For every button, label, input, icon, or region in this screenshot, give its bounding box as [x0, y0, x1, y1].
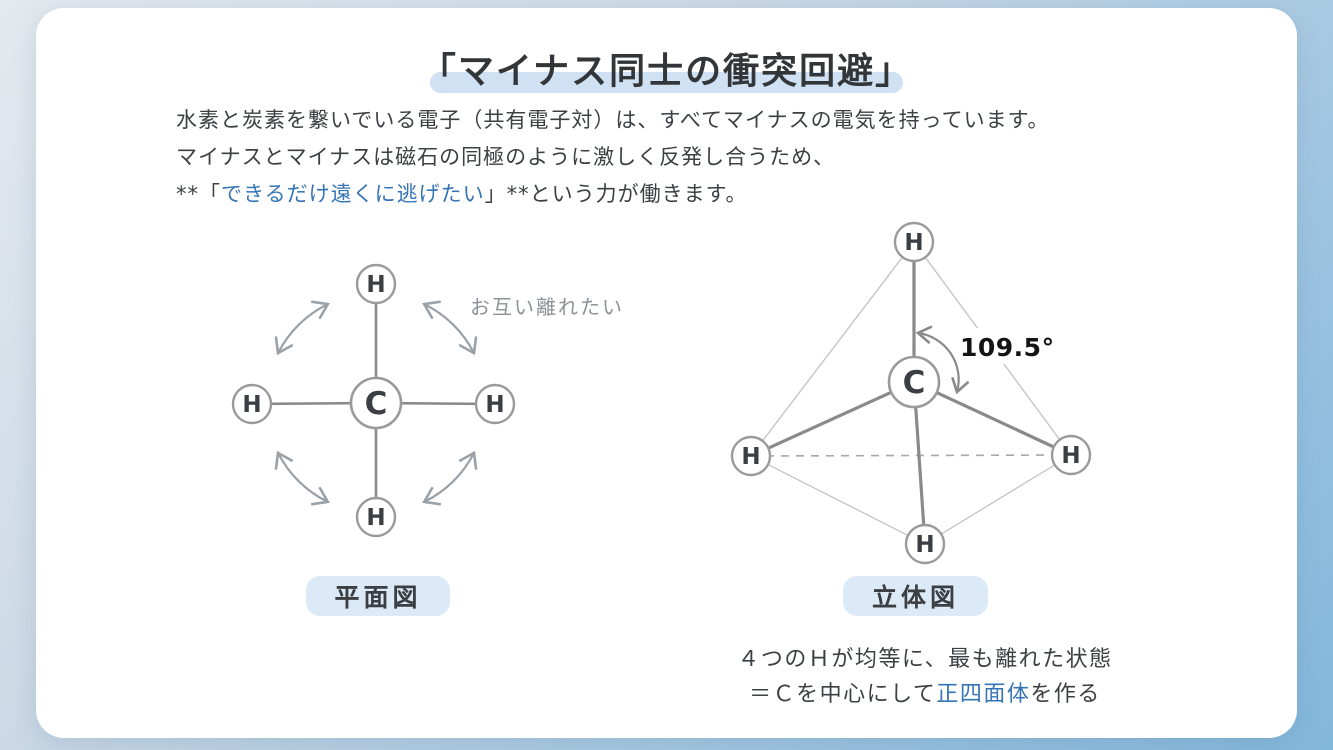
planar-diagram: お互い離れたい H H C H H — [231, 263, 624, 538]
atom-label: H — [1061, 443, 1080, 469]
intro-line-3-suffix: 」**という力が働きます。 — [484, 182, 748, 206]
angle-arrow — [915, 325, 970, 395]
repel-arrow-top-right — [422, 300, 478, 356]
tetra-carbon: C — [887, 355, 941, 409]
tetra-edge-left-bottom — [750, 455, 926, 545]
footnote-line-2-suffix: を作る — [1030, 682, 1101, 707]
repel-arrow-top-left — [274, 300, 330, 356]
atom-circle — [887, 355, 941, 409]
footnote-line-1: ４つのＨが均等に、最も離れた状態 — [737, 647, 1113, 672]
atom-circle — [355, 263, 397, 305]
intro-line-3-prefix: **「 — [176, 182, 221, 206]
atom-label: C — [365, 386, 388, 422]
angle-label: 109.5° — [960, 333, 1055, 362]
molecule-diagrams: お互い離れたい H H C H H — [231, 221, 1092, 565]
tetra-hydrogen-top: H — [893, 221, 935, 263]
caption-planar-label: 平面図 — [334, 583, 422, 612]
tetra-hydrogen-left: H — [730, 435, 772, 477]
planar-hydrogen-right: H — [474, 383, 516, 425]
atom-label: H — [915, 532, 934, 558]
slide-card: 「マイナス同士の衝突回避」 水素と炭素を繋いでいる電子（共有電子対）は、すべてマ… — [36, 8, 1297, 738]
tetra-edge-rear-dashed — [750, 454, 1072, 457]
footnote-line-2: ＝Ｃを中心にして正四面体を作る — [665, 677, 1185, 712]
atom-circle — [893, 221, 935, 263]
atom-label: H — [904, 230, 923, 256]
atom-circle — [349, 376, 403, 430]
repel-annotation: お互い離れたい — [470, 295, 624, 319]
atom-label: H — [741, 444, 760, 470]
atom-circle — [730, 435, 772, 477]
atom-circle — [474, 383, 516, 425]
atom-label: H — [485, 392, 504, 418]
intro-paragraph: 水素と炭素を繋いでいる電子（共有電子対）は、すべてマイナスの電気を持っています。… — [176, 102, 1176, 213]
title-row: 「マイナス同士の衝突回避」 — [36, 42, 1297, 94]
repel-arrow-bottom-right — [422, 450, 478, 506]
page-title-wrap: 「マイナス同士の衝突回避」 — [420, 42, 913, 94]
tetra-edge-right-bottom — [924, 454, 1072, 545]
planar-hydrogen-left: H — [231, 383, 273, 425]
repel-arrow-bottom-left — [274, 450, 330, 506]
tetra-bond-left — [749, 380, 916, 458]
atom-circle — [1050, 434, 1092, 476]
atom-label: H — [366, 505, 385, 531]
intro-line-2: マイナスとマイナスは磁石の同極のように激しく反発し合うため、 — [176, 145, 836, 169]
atom-label: C — [903, 365, 926, 401]
planar-hydrogen-top: H — [355, 263, 397, 305]
atom-circle — [355, 496, 397, 538]
atom-circle — [231, 383, 273, 425]
planar-hydrogen-bottom: H — [355, 496, 397, 538]
footnote-line-2-emphasis: 正四面体 — [936, 682, 1031, 707]
intro-line-3-emphasis: できるだけ遠くに逃げたい — [221, 182, 485, 206]
page-title: 「マイナス同士の衝突回避」 — [419, 51, 914, 92]
intro-line-3: **「できるだけ遠くに逃げたい」**という力が働きます。 — [176, 176, 1176, 213]
tetra-hydrogen-right: H — [1050, 434, 1092, 476]
caption-tetrahedral: 立体図 — [843, 576, 988, 616]
title-highlight — [429, 72, 904, 93]
tetra-bond-bottom — [912, 380, 927, 546]
atom-circle — [904, 523, 946, 565]
tetrahedral-diagram: 109.5° H C H H H — [730, 221, 1092, 565]
tetra-edge-top-left — [750, 241, 915, 457]
tetra-hydrogen-bottom: H — [904, 523, 946, 565]
footnote: ４つのＨが均等に、最も離れた状態 ＝Ｃを中心にして正四面体を作る — [665, 642, 1185, 712]
atom-label: H — [366, 272, 385, 298]
caption-tetrahedral-label: 立体図 — [871, 583, 959, 612]
atom-label: H — [242, 392, 261, 418]
caption-planar: 平面図 — [306, 576, 450, 616]
footnote-line-2-prefix: ＝Ｃを中心にして — [749, 682, 937, 707]
intro-line-1: 水素と炭素を繋いでいる電子（共有電子対）は、すべてマイナスの電気を持っています。 — [176, 108, 1050, 132]
planar-carbon: C — [349, 376, 403, 430]
